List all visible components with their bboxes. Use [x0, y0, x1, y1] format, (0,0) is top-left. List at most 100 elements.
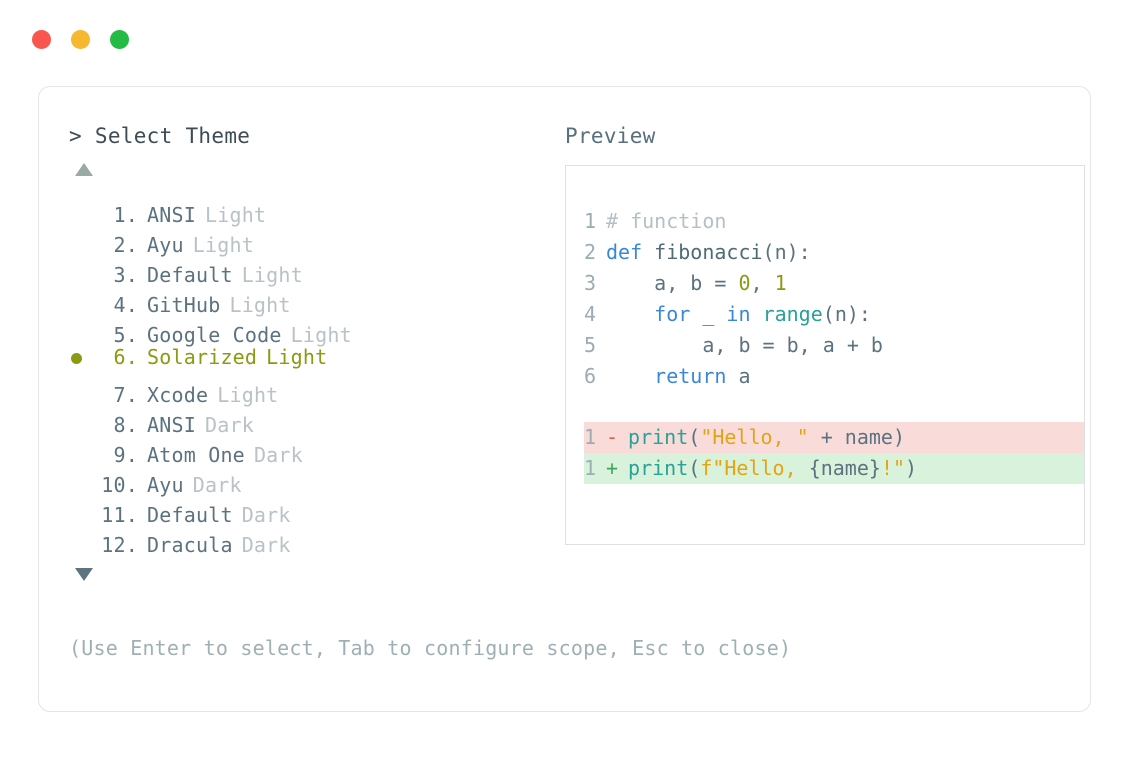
- selection-bullet-cell: [69, 462, 99, 492]
- code-token: {name}: [808, 456, 881, 480]
- theme-item-index: 1.: [113, 203, 138, 227]
- diff-line-added: 1+print(f"Hello, {name}!"): [584, 453, 1084, 484]
- selection-bullet-cell: [69, 372, 99, 402]
- code-token: (n):: [762, 240, 811, 264]
- theme-list-item[interactable]: 9. Atom One Dark: [69, 432, 539, 467]
- theme-item-variant: Light: [241, 263, 303, 287]
- theme-item-name: Xcode: [147, 383, 209, 407]
- code-token: [751, 299, 763, 330]
- code-token: (: [688, 456, 701, 480]
- diff-block: 1-print("Hello, " + name)1+print(f"Hello…: [584, 422, 1084, 484]
- theme-list-item[interactable]: 1. ANSI Light: [69, 192, 539, 227]
- theme-item-variant: Dark: [253, 443, 303, 467]
- code-token: for: [654, 302, 691, 326]
- theme-item-variant: Dark: [241, 533, 291, 557]
- theme-item-name: Google Code: [147, 323, 282, 347]
- line-number: 1: [584, 209, 597, 233]
- theme-item-index: 9.: [113, 443, 138, 467]
- selection-bullet-cell: [69, 522, 99, 552]
- theme-item-index: 3.: [113, 263, 138, 287]
- selection-bullet-cell: [69, 492, 99, 522]
- theme-item-variant: Light: [266, 345, 328, 369]
- theme-item-index: 7.: [113, 383, 138, 407]
- selected-bullet-icon: [71, 353, 82, 364]
- theme-list-item[interactable]: 12. Dracula Dark: [69, 522, 539, 557]
- theme-list-item[interactable]: 11. Default Dark: [69, 492, 539, 527]
- code-token: a, b = b, a + b: [606, 333, 883, 357]
- theme-item-name: Default: [147, 503, 233, 527]
- line-number: 1: [584, 425, 597, 449]
- code-token: ): [905, 456, 918, 480]
- selection-bullet-cell: [69, 192, 99, 222]
- code-token: fibonacci: [654, 240, 763, 264]
- theme-item-name: Default: [147, 263, 233, 287]
- code-token: in: [726, 302, 751, 326]
- code-token: 0: [738, 271, 751, 295]
- code-line: 1# function: [584, 206, 1084, 237]
- keyboard-hint: (Use Enter to select, Tab to configure s…: [69, 636, 792, 660]
- theme-item-variant: Dark: [204, 413, 254, 437]
- diff-sign: +: [606, 456, 619, 480]
- code-token: ,: [750, 271, 775, 295]
- window-controls: [32, 30, 129, 49]
- code-token: return: [654, 364, 727, 388]
- code-token: "Hello, ": [700, 425, 809, 449]
- code-token: f"Hello,: [700, 456, 809, 480]
- close-button[interactable]: [32, 30, 51, 49]
- theme-list-item[interactable]: 4. GitHub Light: [69, 282, 539, 317]
- theme-item-index: 11.: [101, 503, 138, 527]
- theme-item-variant: Light: [217, 383, 279, 407]
- theme-item-index: 2.: [113, 233, 138, 257]
- theme-item-name: ANSI: [147, 203, 196, 227]
- code-token: !": [880, 456, 906, 480]
- code-line: 2 def fibonacci(n):: [584, 237, 1084, 268]
- code-token: (n):: [822, 302, 871, 326]
- theme-item-name: GitHub: [147, 293, 221, 317]
- theme-list-item[interactable]: 7. Xcode Light: [69, 372, 539, 407]
- theme-list-item[interactable]: 3. Default Light: [69, 252, 539, 287]
- code-token: range: [762, 302, 823, 326]
- code-token: _: [690, 302, 727, 326]
- code-token: a, b =: [606, 271, 739, 295]
- selection-bullet-cell: [69, 312, 99, 342]
- code-token: print: [628, 425, 689, 449]
- code-spacer: [584, 392, 1084, 422]
- code-token: def: [606, 240, 655, 264]
- theme-item-variant: Light: [229, 293, 291, 317]
- theme-item-name: Atom One: [147, 443, 245, 467]
- selection-bullet-cell: [69, 222, 99, 252]
- page-title: > Select Theme: [69, 124, 251, 148]
- theme-item-variant: Dark: [241, 503, 291, 527]
- theme-item-name: Dracula: [147, 533, 233, 557]
- code-line: 5 a, b = b, a + b: [584, 330, 1084, 361]
- theme-item-index: 6.: [113, 345, 138, 369]
- minimize-button[interactable]: [71, 30, 90, 49]
- code-line: 3 a, b = 0, 1: [584, 268, 1084, 299]
- theme-item-name: Ayu: [147, 233, 184, 257]
- theme-item-index: 12.: [101, 533, 138, 557]
- code-line: 4 for _ in range(n):: [584, 299, 1084, 330]
- selection-bullet-cell: [69, 344, 99, 374]
- theme-item-variant: Light: [204, 203, 267, 227]
- line-number: 4: [584, 302, 597, 326]
- selection-bullet-cell: [69, 402, 99, 432]
- triangle-up-icon[interactable]: [75, 163, 93, 176]
- theme-item-index: 4.: [113, 293, 138, 317]
- maximize-button[interactable]: [110, 30, 129, 49]
- code-token: 1: [774, 271, 787, 295]
- line-number: 2: [584, 240, 597, 264]
- theme-item-index: 8.: [113, 413, 138, 437]
- code-token: print: [628, 456, 689, 480]
- theme-item-variant: Dark: [192, 473, 242, 497]
- triangle-down-icon[interactable]: [75, 568, 93, 581]
- theme-item-variant: Light: [290, 323, 352, 347]
